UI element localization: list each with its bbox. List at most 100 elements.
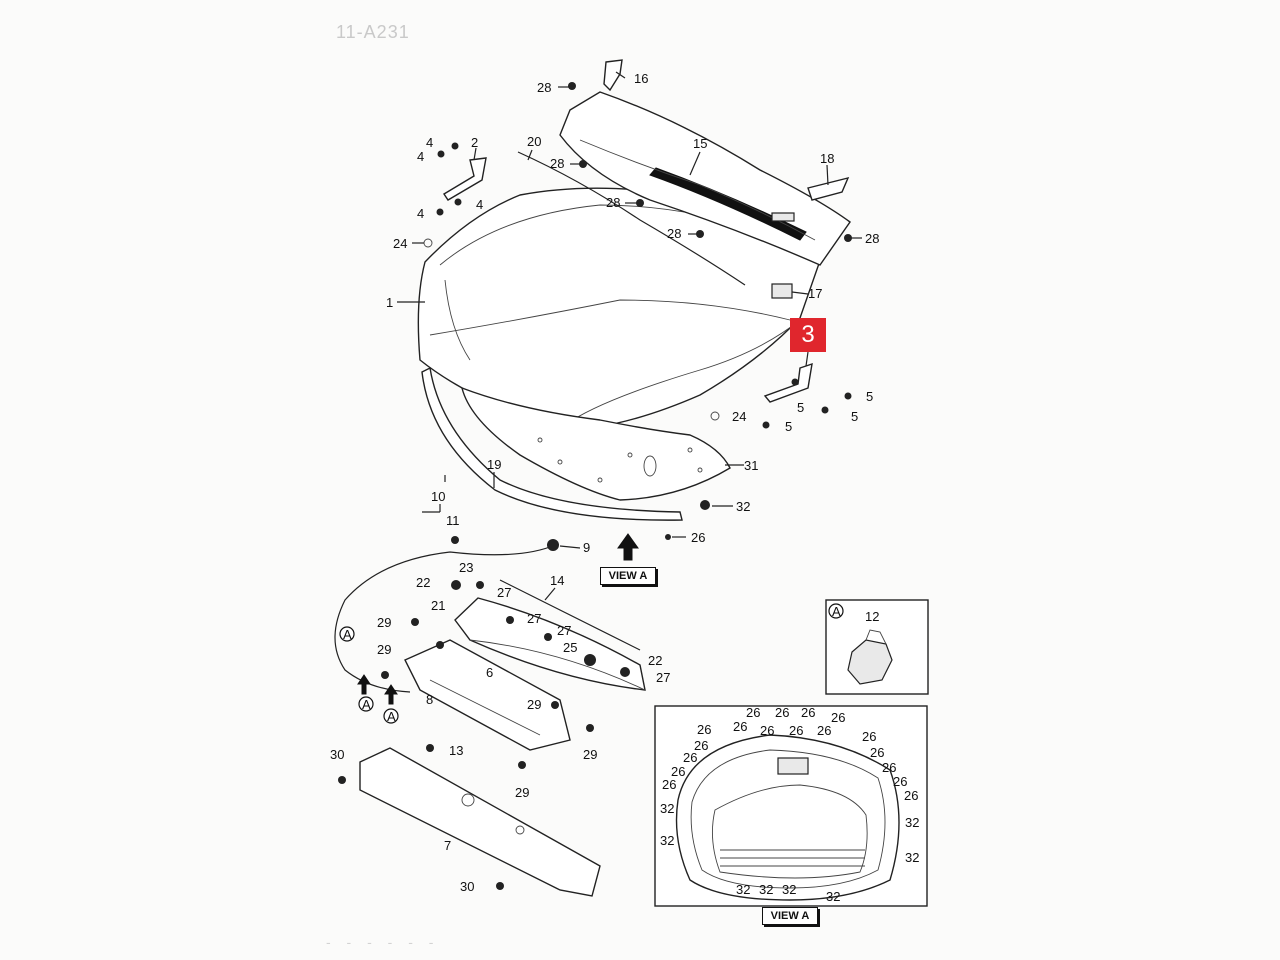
support-rod — [499, 579, 641, 651]
inset-callout-32: 32 — [905, 850, 919, 865]
svg-text:A: A — [343, 627, 352, 642]
callout-27: 27 — [557, 623, 571, 638]
cowl-bracket-16 — [603, 59, 623, 92]
inset-callout-32: 32 — [905, 815, 919, 830]
inset-callout-32: 32 — [660, 833, 674, 848]
view-a-label: VIEW A — [600, 567, 656, 585]
release-cable — [334, 544, 556, 693]
callout-21: 21 — [431, 598, 445, 613]
callout-2: 2 — [471, 135, 478, 150]
callout-11: 11 — [446, 513, 460, 528]
detail-marker-a: A — [828, 603, 844, 619]
callout-5: 5 — [866, 389, 873, 404]
callout-29: 29 — [527, 697, 541, 712]
callout-29: 29 — [377, 642, 391, 657]
inset-callout-26: 26 — [697, 722, 711, 737]
view-a-inset — [654, 705, 928, 907]
faint-header-text: 11-A231 — [336, 22, 410, 42]
inset-callout-32: 32 — [660, 801, 674, 816]
fasteners — [338, 82, 852, 890]
inset-callout-32: 32 — [759, 882, 773, 897]
hinge-right — [763, 362, 813, 403]
inset-callout-26: 26 — [733, 719, 747, 734]
inset-callout-26: 26 — [870, 745, 884, 760]
callout-28: 28 — [550, 156, 564, 171]
callout-32: 32 — [736, 499, 750, 514]
inset-callout-26: 26 — [760, 723, 774, 738]
inset-callout-26: 26 — [746, 705, 760, 720]
inset-callout-26: 26 — [831, 710, 845, 725]
inset-callout-26: 26 — [862, 729, 876, 744]
callout-28: 28 — [865, 231, 879, 246]
callout-15: 15 — [693, 136, 707, 151]
callout-14: 14 — [550, 573, 564, 588]
detail-arrow-left — [357, 674, 371, 695]
detail-a-box — [825, 599, 929, 695]
inset-view-a-label: VIEW A — [762, 907, 818, 925]
inset-callout-32: 32 — [736, 882, 750, 897]
callout-4: 4 — [417, 206, 424, 221]
hood-insulator — [460, 386, 731, 501]
detail-marker-a: A — [358, 696, 374, 712]
callout-28: 28 — [667, 226, 681, 241]
callout-20: 20 — [527, 134, 541, 149]
inset-callout-26: 26 — [904, 788, 918, 803]
inset-callout-26: 26 — [789, 723, 803, 738]
clip-17 — [771, 283, 793, 299]
inset-callout-26: 26 — [662, 777, 676, 792]
callout-5: 5 — [851, 409, 858, 424]
callout-31: 31 — [744, 458, 758, 473]
callout-26: 26 — [691, 530, 705, 545]
detail-marker-a: A — [383, 708, 399, 724]
callout-29: 29 — [583, 747, 597, 762]
view-a-arrow — [617, 533, 639, 561]
inset-callout-26: 26 — [817, 723, 831, 738]
cowl-top-panel — [559, 91, 851, 266]
callout-9: 9 — [583, 540, 590, 555]
callout-29: 29 — [515, 785, 529, 800]
callout-27: 27 — [497, 585, 511, 600]
callout-29: 29 — [377, 615, 391, 630]
svg-text:A: A — [832, 604, 841, 619]
callout-30: 30 — [460, 879, 474, 894]
callout-5: 5 — [785, 419, 792, 434]
svg-text:A: A — [387, 709, 396, 724]
svg-text:A: A — [362, 697, 371, 712]
inset-callout-26: 26 — [801, 705, 815, 720]
callout-4: 4 — [476, 197, 483, 212]
callout-27: 27 — [527, 611, 541, 626]
callout-19: 19 — [487, 457, 501, 472]
faint-footer-text: - - - - - - — [326, 934, 440, 950]
hood-latch — [404, 639, 571, 751]
callout-12: 12 — [865, 609, 879, 624]
front-cross-member — [359, 747, 601, 897]
detail-arrow-right — [384, 684, 398, 705]
inset-callout-26: 26 — [694, 738, 708, 753]
callout-6: 6 — [486, 665, 493, 680]
inset-callout-26: 26 — [775, 705, 789, 720]
callout-7: 7 — [444, 838, 451, 853]
callout-27: 27 — [656, 670, 670, 685]
callout-4: 4 — [426, 135, 433, 150]
callout-28: 28 — [537, 80, 551, 95]
callout-17: 17 — [808, 286, 822, 301]
grommet-24b — [710, 411, 720, 421]
callout-13: 13 — [449, 743, 463, 758]
callout-8: 8 — [426, 692, 433, 707]
highlighted-part-label: 3 — [790, 318, 826, 352]
inset-callout-26: 26 — [671, 764, 685, 779]
callout-22: 22 — [416, 575, 430, 590]
callout-23: 23 — [459, 560, 473, 575]
inset-callout-26: 26 — [882, 760, 896, 775]
callout-18: 18 — [820, 151, 834, 166]
hinge-left — [443, 157, 487, 201]
cowl-seal — [517, 151, 746, 286]
callout-24: 24 — [393, 236, 407, 251]
callout-5: 5 — [797, 400, 804, 415]
cowl-cover-18 — [807, 176, 850, 201]
inset-callout-32: 32 — [826, 889, 840, 904]
inset-callout-26: 26 — [683, 750, 697, 765]
callout-22: 22 — [648, 653, 662, 668]
